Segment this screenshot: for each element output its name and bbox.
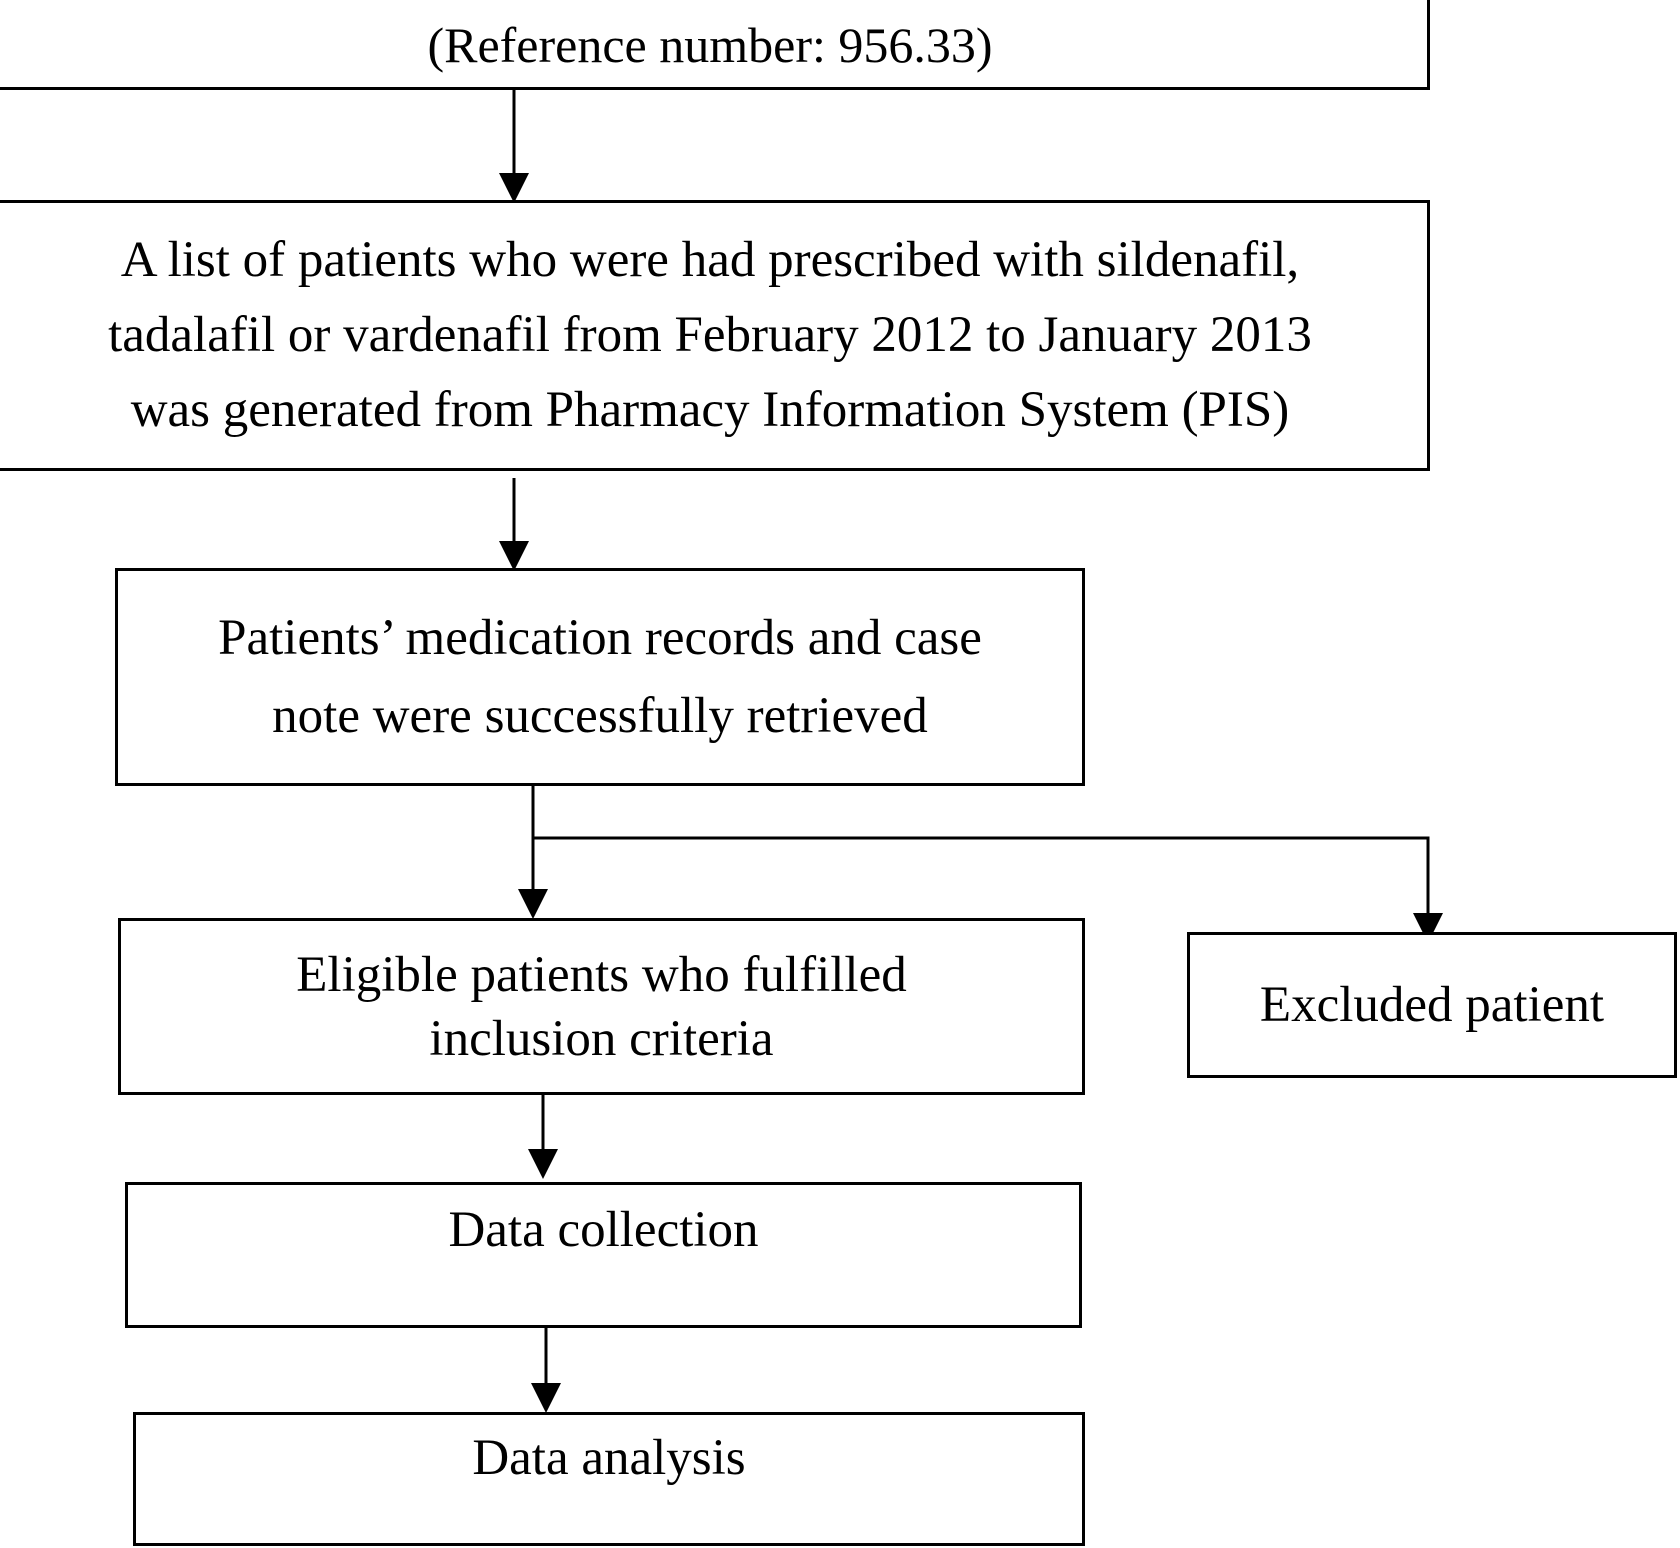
data-collection-text: Data collection [448, 1202, 759, 1258]
eligible-line-2: inclusion criteria [429, 1010, 774, 1067]
data-analysis-text: Data analysis [472, 1430, 746, 1486]
eligible-box: Eligible patients who fulfilled inclusio… [118, 918, 1085, 1095]
patient-list-line-3: was generated from Pharmacy Information … [130, 382, 1290, 438]
data-analysis-box: Data analysis [133, 1412, 1085, 1546]
patient-list-line-1: A list of patients who were had prescrib… [120, 232, 1300, 288]
records-line-2: note were successfully retrieved [272, 688, 928, 744]
patient-list-box: A list of patients who were had prescrib… [0, 200, 1430, 471]
excluded-box: Excluded patient [1187, 932, 1677, 1078]
excluded-text: Excluded patient [1259, 977, 1605, 1033]
approval-box: (Reference number: 956.33) [0, 0, 1430, 90]
eligible-line-1: Eligible patients who fulfilled [296, 946, 907, 1003]
records-line-1: Patients’ medication records and case [218, 610, 982, 666]
data-collection-box: Data collection [125, 1182, 1082, 1328]
records-box: Patients’ medication records and case no… [115, 568, 1085, 786]
approval-reference-text: (Reference number: 956.33) [427, 17, 993, 73]
patient-list-line-2: tadalafil or vardenafil from February 20… [108, 307, 1312, 363]
